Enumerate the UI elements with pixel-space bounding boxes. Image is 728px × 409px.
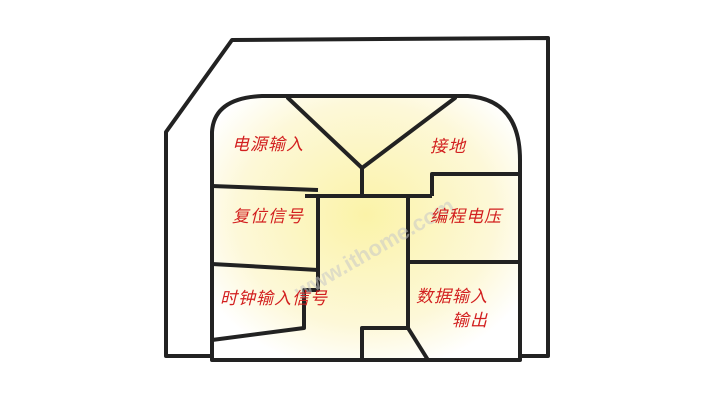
left-divider-1	[211, 184, 319, 192]
label-power-input: 电源输入	[232, 135, 304, 155]
label-programming-voltage: 编程电压	[430, 207, 504, 227]
label-ground: 接地	[430, 137, 467, 157]
label-data-io-line2: 输出	[452, 311, 488, 331]
card-outline	[164, 36, 550, 358]
label-reset-signal: 复位信号	[232, 207, 304, 227]
left-divider-2	[211, 262, 319, 272]
right-divider-1	[430, 172, 520, 196]
chip-fill	[212, 96, 520, 360]
chip-outline	[210, 94, 522, 362]
label-clock-input: 时钟输入信号	[220, 289, 328, 309]
label-data-io-line1: 数据输入	[416, 287, 488, 307]
right-lower-notch	[406, 326, 430, 362]
